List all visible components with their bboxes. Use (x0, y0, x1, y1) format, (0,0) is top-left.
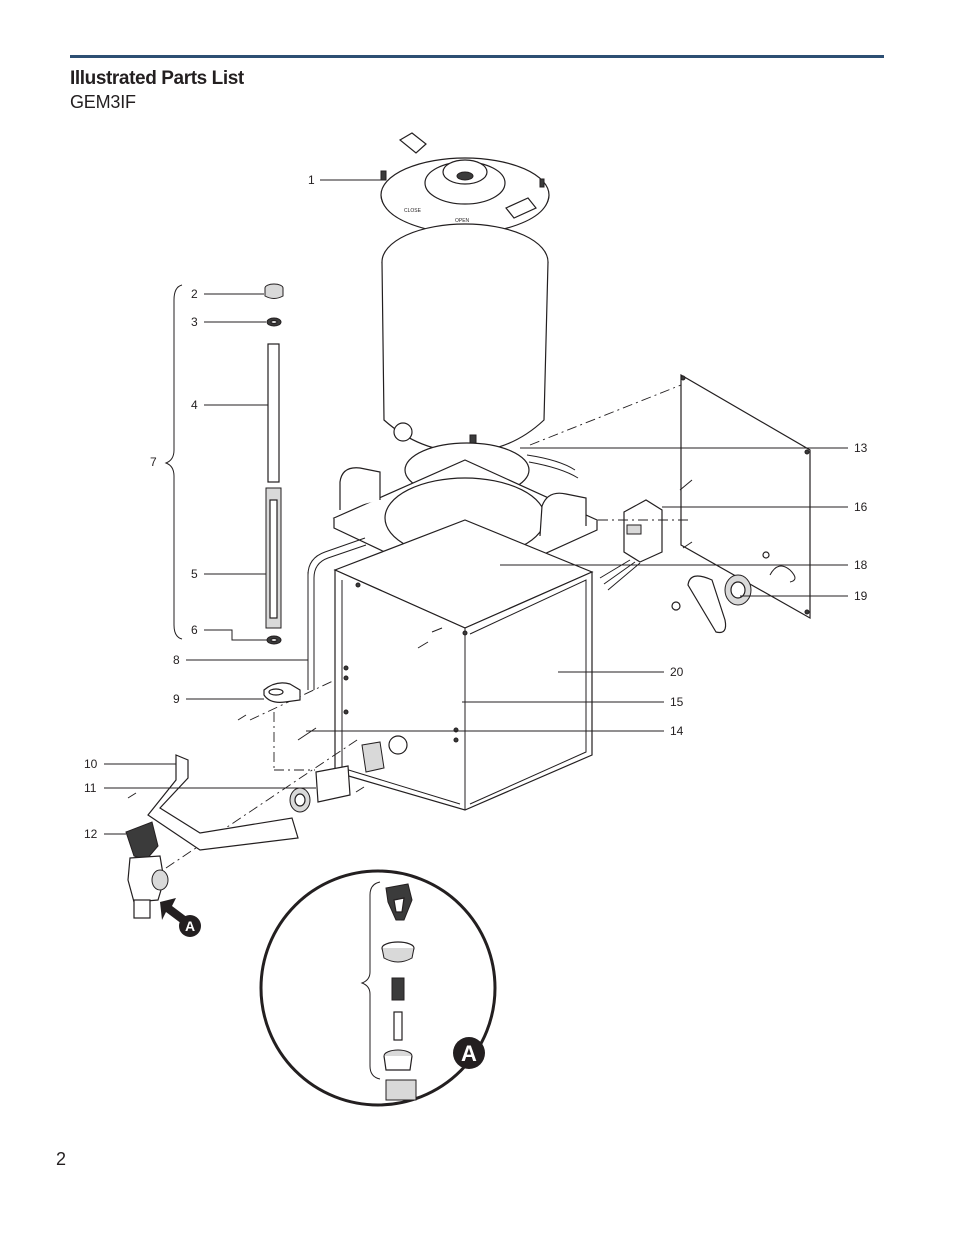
callout-15: 15 (670, 695, 684, 709)
callout-8: 8 (173, 653, 180, 667)
callout-1: 1 (308, 173, 315, 187)
leader-lines (104, 179, 848, 835)
faucet-part (125, 821, 169, 919)
callout-4: 4 (191, 398, 198, 412)
heater-connector-part (671, 551, 770, 634)
tube-part (307, 537, 366, 690)
model-name: GEM3IF (70, 92, 136, 112)
callout-18: 18 (854, 558, 868, 572)
page-title: Illustrated Parts List (70, 68, 244, 89)
screws (127, 627, 443, 799)
detail-marker-large: A (461, 1041, 477, 1066)
callout-6: 6 (191, 623, 198, 637)
tank-liner (381, 223, 549, 453)
callout-10: 10 (84, 757, 98, 771)
callout-3: 3 (191, 315, 198, 329)
sight-gauge-assembly (264, 283, 284, 645)
lid-close-label: CLOSE (404, 208, 422, 214)
detail-a-pointer: A (160, 898, 201, 937)
callout-7: 7 (150, 455, 157, 469)
callout-labels: 1 2 3 4 5 6 7 8 9 10 11 12 13 14 15 16 1… (84, 173, 868, 989)
frame-with-handles (332, 459, 599, 591)
callout-20: 20 (670, 665, 684, 679)
callout-19: 19 (854, 589, 868, 603)
callout-11: 11 (84, 781, 97, 795)
control-module-part (599, 479, 693, 591)
page-number: 2 (56, 1149, 67, 1169)
callout-16: 16 (854, 500, 868, 514)
faucet-bracket-part (147, 754, 299, 851)
faucet-fitting-part (289, 741, 385, 813)
gauge-group-brace (164, 284, 183, 640)
detail-a-view: A (259, 869, 497, 1107)
header-rule (70, 55, 884, 58)
lid-open-label: OPEN (455, 218, 470, 224)
callout-13: 13 (854, 441, 868, 455)
callout-5: 5 (191, 567, 198, 581)
callout-12: 12 (84, 827, 98, 841)
callout-14: 14 (670, 724, 684, 738)
callout-2: 2 (191, 287, 198, 301)
callout-9: 9 (173, 692, 180, 706)
rear-panel (680, 373, 811, 620)
detail-marker-small: A (185, 918, 195, 934)
lid-part: CLOSE OPEN (380, 132, 550, 237)
